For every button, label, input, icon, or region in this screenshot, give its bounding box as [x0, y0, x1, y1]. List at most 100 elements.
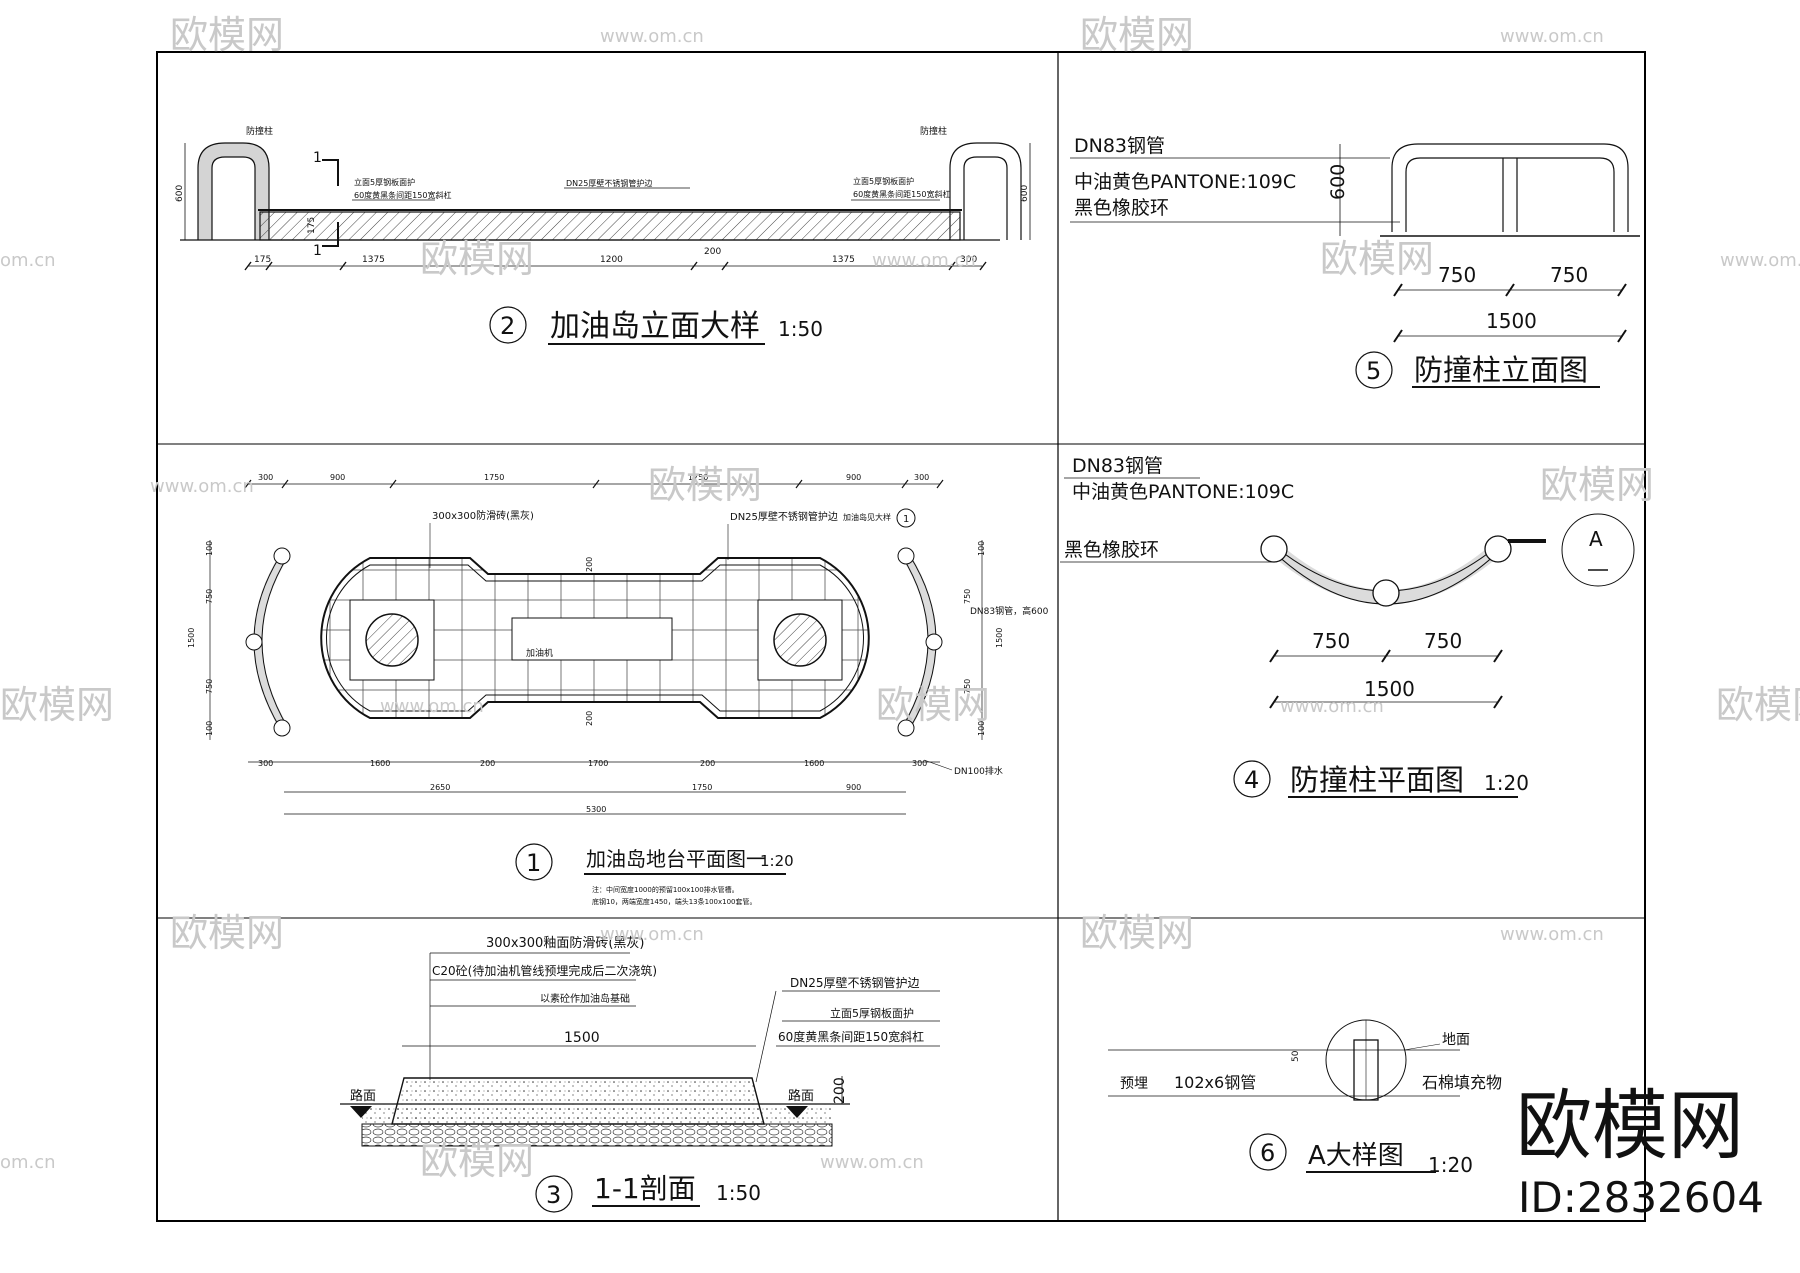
- p6-number: 6: [1260, 1139, 1275, 1167]
- p1-dim-b2-2: 900: [846, 783, 861, 792]
- watermark-brand: 欧模网: [1716, 683, 1800, 727]
- p5-dim-750b: 750: [1550, 263, 1588, 287]
- p2-label-stripe-right: 60度黄黑条间距150宽斜杠: [853, 189, 950, 199]
- p5-dim-ticks: [1393, 283, 1627, 343]
- p6-number-circle: [1249, 1133, 1287, 1171]
- p3-dim-1500: 1500: [564, 1030, 600, 1046]
- p4-dim-1500: 1500: [1364, 677, 1415, 701]
- p5-label-paint: 中油黄色PANTONE:109C: [1074, 171, 1296, 193]
- p5-number: 5: [1366, 357, 1381, 385]
- panel-3-section: 300x300釉面防滑砖(黑灰) C20砼(待加油机管线预埋完成后二次浇筑) 以…: [340, 935, 940, 1213]
- p3-label-tile: 300x300釉面防滑砖(黑灰): [486, 935, 644, 951]
- p2-dim-1375b: 1375: [832, 255, 855, 265]
- p1-leader-drain: [923, 759, 953, 771]
- brand-id: ID:2832604: [1518, 1173, 1764, 1222]
- p2-label-bollard-right: 防撞柱: [920, 125, 947, 137]
- p1-label-pipe-drain: DN100排水: [954, 765, 1003, 777]
- p1-dim-inner-1: 200: [585, 711, 594, 726]
- p1-label-tile: 300x300防滑砖(黑灰): [432, 509, 534, 522]
- p4-post-left: [1260, 535, 1288, 563]
- bollard-left: [198, 143, 269, 240]
- p1-dispenser-slot: [511, 617, 673, 661]
- p3-label-road-right: 路面: [788, 1088, 814, 1104]
- p5-dim-1500: 1500: [1486, 309, 1537, 333]
- p1-dispenser-right: [773, 613, 827, 667]
- p6-label-ground: 地面: [1442, 1032, 1470, 1048]
- p2-label-steel-left: 立面5厚钢板面护: [354, 177, 415, 187]
- p1-dim-top-3: 1750: [688, 473, 708, 482]
- watermark-brand: 欧模网: [1080, 911, 1194, 955]
- section-label-bottom: 1: [313, 243, 322, 259]
- p1-dim-right-3: 750: [963, 679, 972, 694]
- watermark-url: www.om.cn: [872, 250, 976, 271]
- p1-label-guard: DN25厚壁不锈钢管护边: [730, 510, 838, 523]
- p1-label-detail-ref: 加油岛见大样: [843, 512, 891, 522]
- p1-dim-b1-5: 1600: [804, 759, 824, 768]
- p6-dim-50: 50: [1291, 1050, 1301, 1062]
- p1-dim-top-4: 900: [846, 473, 861, 482]
- p4-number: 4: [1244, 766, 1259, 794]
- p1-bollard-post: [897, 719, 915, 737]
- watermark-brand: 欧模网: [876, 683, 990, 727]
- p2-dim-ticks: [244, 261, 987, 271]
- watermark-brand: 欧模网: [420, 237, 534, 281]
- p3-base-layer: [362, 1104, 832, 1124]
- p3-label-c20: C20砼(待加油机管线预埋完成后二次浇筑): [432, 963, 657, 978]
- watermark-url: www.om.cn: [820, 1152, 924, 1173]
- p1-dim-b2-1: 1750: [692, 783, 712, 792]
- p1-dim-top-0: 300: [258, 473, 273, 482]
- p1-detail-ref-num: 1: [903, 514, 909, 525]
- section-mark-top: [322, 159, 339, 186]
- watermark-brand: 欧模网: [1320, 237, 1434, 281]
- watermark-brand: 欧模网: [648, 463, 762, 507]
- watermark-url-short: om.cn: [0, 250, 56, 271]
- p1-bollard-post: [897, 547, 915, 565]
- p5-label-ring: 黑色橡胶环: [1074, 197, 1169, 219]
- p3-road-mark-right: [786, 1106, 808, 1118]
- p1-bollard-post: [245, 633, 263, 651]
- p1-dim-right-2: 1500: [995, 628, 1004, 648]
- p1-dim-left-4: 100: [205, 721, 214, 736]
- p5-number-circle: [1355, 351, 1393, 389]
- watermark-url: www.om.cn: [150, 476, 254, 497]
- p3-label-steel: 立面5厚钢板面护: [830, 1006, 914, 1020]
- p2-dim-175: 175: [254, 255, 271, 265]
- watermark-url-short: om.cn: [0, 1152, 56, 1173]
- p3-label-road-left: 路面: [350, 1088, 376, 1104]
- watermark-url: www.om.cn: [600, 924, 704, 945]
- p6-leader-ground: [1403, 1043, 1441, 1051]
- p1-dim-right-1: 750: [963, 589, 972, 604]
- p4-post-right: [1484, 535, 1512, 563]
- p1-dim-top-ticks: [244, 479, 944, 489]
- p3-label-stripe: 60度黄黑条间距150宽斜杠: [778, 1029, 924, 1044]
- p2-title: 加油岛立面大样: [550, 309, 760, 344]
- p1-bollard-post: [925, 633, 943, 651]
- p1-label-pipe-bollard: DN83钢管，高600: [970, 605, 1049, 617]
- watermark-url: www.om.cn: [1720, 250, 1800, 271]
- p3-leader-vertical-right: [755, 990, 777, 1083]
- p5-dim-750a: 750: [1438, 263, 1476, 287]
- p2-number: 2: [500, 312, 515, 340]
- watermark-brand: 欧模网: [170, 13, 284, 57]
- p3-scale: 1:50: [716, 1181, 761, 1205]
- p1-dim-total-text: 5300: [586, 805, 606, 814]
- island-elevation-body: [259, 211, 961, 241]
- brand-logo: 欧模网 ID:2832604: [1516, 1081, 1764, 1222]
- p3-dim-200: 200: [832, 1077, 848, 1104]
- p3-label-guard: DN25厚壁不锈钢管护边: [790, 975, 920, 990]
- p1-note-2: 底钢10，两端宽度1450，端头13条100x100套管。: [592, 897, 757, 906]
- dim-h600-right: 600: [1020, 185, 1030, 202]
- bollard-left-outline: [197, 142, 270, 240]
- p4-scale: 1:20: [1484, 771, 1529, 795]
- p5-label-pipe: DN83钢管: [1074, 135, 1165, 157]
- p2-scale: 1:50: [778, 317, 823, 341]
- watermark-brand: 欧模网: [1540, 463, 1654, 507]
- p5-bollard-outline: [1391, 143, 1629, 232]
- p2-dim-1200: 1200: [600, 255, 623, 265]
- p2-label-stripe-left: 60度黄黑条间距150宽斜杠: [354, 190, 451, 200]
- watermark-url: www.om.cn: [1280, 696, 1384, 717]
- p1-bollard-post: [273, 719, 291, 737]
- p1-number: 1: [526, 849, 541, 877]
- p4-number-circle: [1233, 760, 1271, 798]
